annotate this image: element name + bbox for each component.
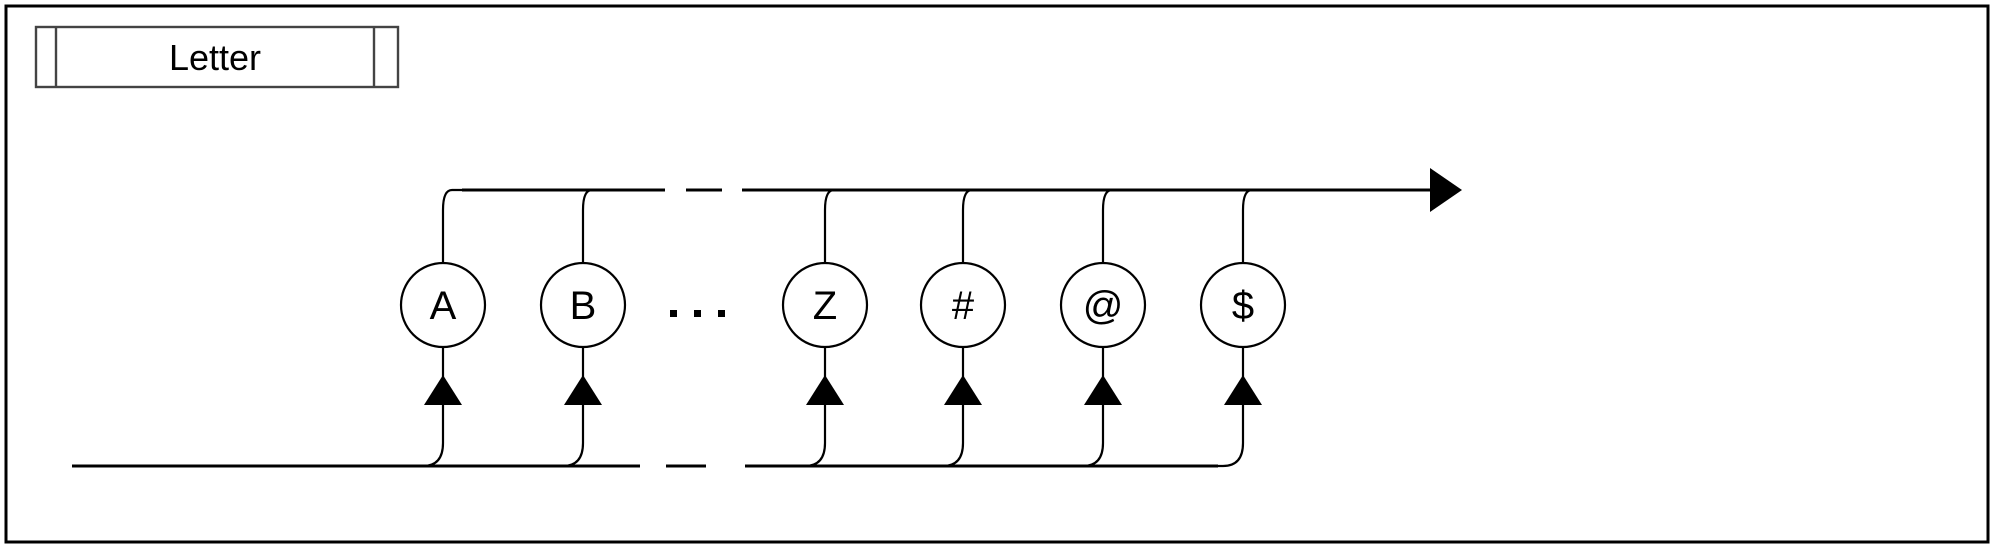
branch-dollar-up-arrowhead-icon [1224,375,1262,405]
diagram-frame [4,4,1990,544]
branch-b-bottom-connector [553,405,585,468]
branch-hash-top-connector [961,188,982,263]
branch-dollar-bottom-connector [1213,405,1245,468]
branch-a-bottom-connector [413,405,445,468]
top-rail-group [462,168,1462,212]
branch-at: @ [1059,188,1147,468]
branch-dollar-top-connector [1241,188,1262,263]
branch-z-up-arrowhead-icon [806,375,844,405]
branch-z-top-connector [823,188,844,263]
branch-at-bottom-connector [1073,405,1105,468]
branch-at-up-arrowhead-icon [1084,375,1122,405]
node-label-z: Z [813,284,837,328]
title-box-outer [34,25,400,89]
ellipsis-dot-2 [694,310,701,317]
branch-z: Z [781,188,869,468]
ellipsis-dot-3 [718,310,725,317]
node-label-a: A [430,284,457,328]
branch-b-up-arrowhead-icon [564,375,602,405]
node-label-hash: # [952,284,975,328]
ellipsis-dot-1 [670,310,677,317]
branch-at-top-connector [1101,188,1122,263]
title-box-group: Letter [34,25,400,89]
ellipsis-group [670,310,725,317]
node-label-at: @ [1083,284,1124,328]
branch-b-top-connector [581,188,602,263]
exit-arrowhead-icon [1430,168,1462,212]
node-label-dollar: $ [1232,284,1254,328]
branch-z-bottom-connector [795,405,827,468]
branch-hash-up-arrowhead-icon [944,375,982,405]
branch-a-up-arrowhead-icon [424,375,462,405]
branch-hash: # [919,188,1007,468]
branch-a: A [399,188,487,468]
node-label-b: B [570,284,597,328]
branch-dollar: $ [1199,188,1287,468]
branch-a-top-connector [441,188,462,263]
branch-b: B [539,188,627,468]
branch-hash-bottom-connector [933,405,965,468]
diagram-title-text: Letter [169,37,261,78]
